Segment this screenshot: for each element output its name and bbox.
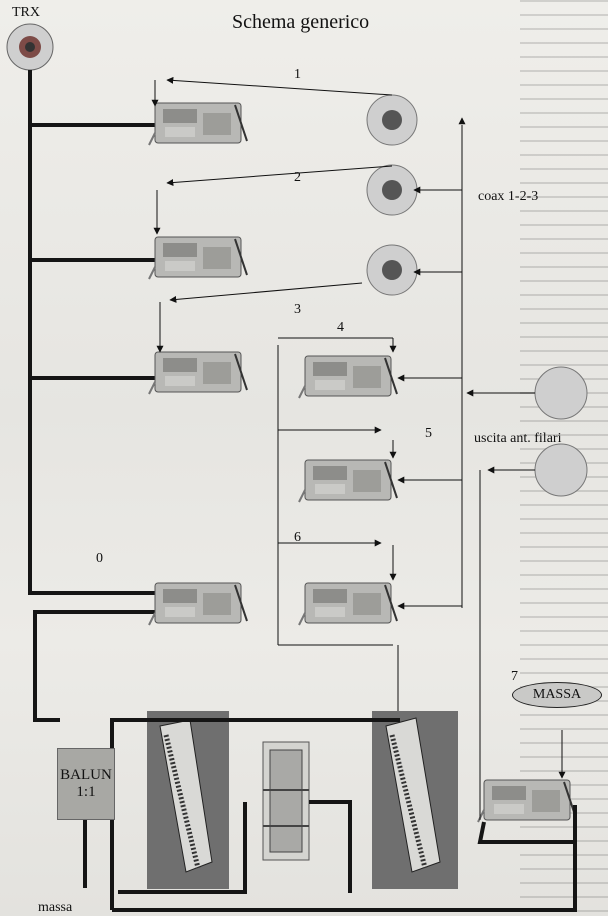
line-number-0: 0 [96,551,103,566]
massa-ground-oval: MASSA [512,682,602,708]
coax-connector-icon [366,164,418,216]
roller-inductor-icon [147,711,229,889]
relay-icon [298,355,398,399]
relay-icon [148,236,248,280]
line-number-5: 5 [425,426,432,441]
balun-label-line1: BALUN [60,766,112,783]
balun-label-line2: 1:1 [76,784,96,800]
line-number-6: 6 [294,530,301,545]
line-number-7: 7 [511,669,518,684]
massa-bottom-label: massa [38,900,73,915]
relay-icon [477,779,577,823]
line-number-1: 1 [294,67,301,82]
balun-box: BALUN 1:1 [57,748,115,820]
antenna-output-icon [534,443,588,497]
relay-icon [148,582,248,626]
coax-connector-icon [366,94,418,146]
line-number-4: 4 [337,320,344,335]
antenna-output-icon [534,366,588,420]
roller-inductor-icon [372,711,458,889]
line-number-3: 3 [294,302,301,317]
variable-capacitor-icon [262,741,310,861]
coax-connector-icon [366,244,418,296]
relay-icon [298,459,398,503]
relay-icon [148,102,248,146]
uscita-label: uscita ant. filari [474,431,562,446]
main-bus-wire [28,70,160,722]
relay-icon [298,582,398,626]
massa-label: MASSA [532,687,582,702]
trx-label: TRX [12,5,40,20]
tuner-wiring [83,718,577,912]
page-title: Schema generico [232,11,370,33]
relay-icon [148,351,248,395]
control-lines [151,76,566,820]
line-number-2: 2 [294,170,301,185]
coax-label: coax 1-2-3 [478,189,539,204]
trx-connector-icon [6,23,54,71]
